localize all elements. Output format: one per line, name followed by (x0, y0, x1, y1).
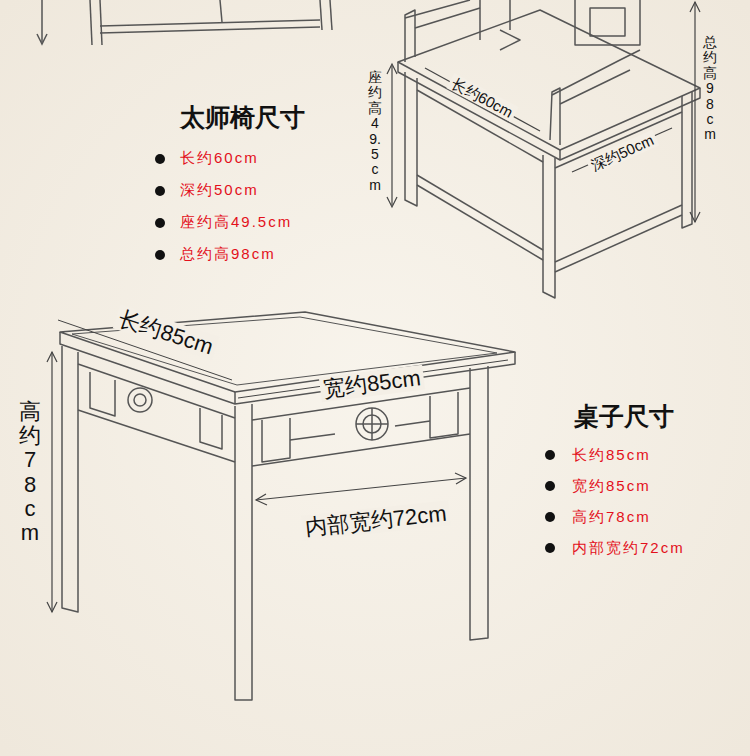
chair-sketch (398, 0, 700, 298)
bullet-dots (155, 154, 555, 553)
spec-item: 长约60cm (180, 149, 259, 166)
spec-item: 座约高49.5cm (180, 213, 292, 230)
chair-dimension-lines (387, 2, 700, 222)
spec-item: 总约高98cm (180, 245, 276, 262)
spec-item: 宽约85cm (572, 477, 651, 494)
spec-item: 深约50cm (180, 181, 259, 198)
dimension-label: 总约高98cm (703, 35, 717, 143)
table-sketch (60, 312, 515, 700)
section-heading: 桌子尺寸 (574, 403, 674, 432)
table-dimension-lines (47, 320, 508, 612)
dimension-label: 高约78cm (19, 400, 41, 545)
dimension-label: 座约高49.5cm (368, 70, 382, 193)
section-heading: 太师椅尺寸 (180, 104, 305, 133)
partial-chair (37, 0, 332, 45)
spec-item: 内部宽约72cm (572, 539, 685, 556)
spec-item: 高约78cm (572, 508, 651, 525)
spec-item: 长约85cm (572, 446, 651, 463)
